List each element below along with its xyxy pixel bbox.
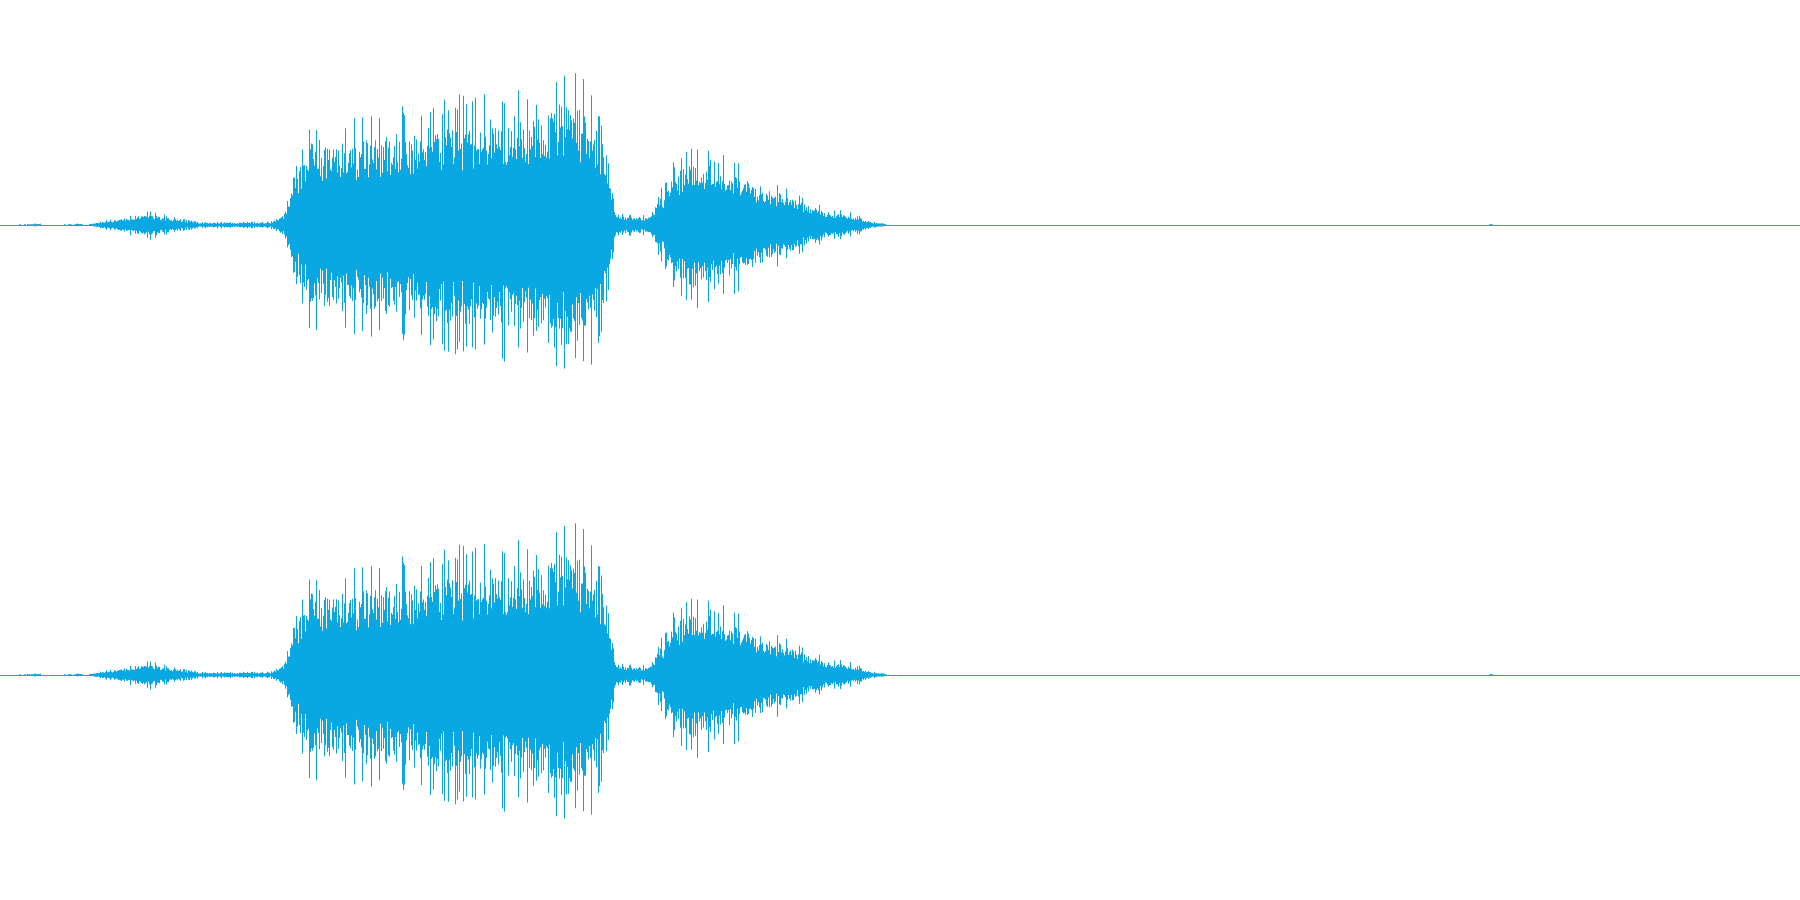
channel-2-signal [19,523,1493,819]
channel-2-waveform [0,523,1800,819]
channel-1-signal [19,73,1493,369]
channel-2-track[interactable] [0,450,1800,900]
channel-1-waveform [0,73,1800,369]
channel-1-track[interactable] [0,0,1800,450]
